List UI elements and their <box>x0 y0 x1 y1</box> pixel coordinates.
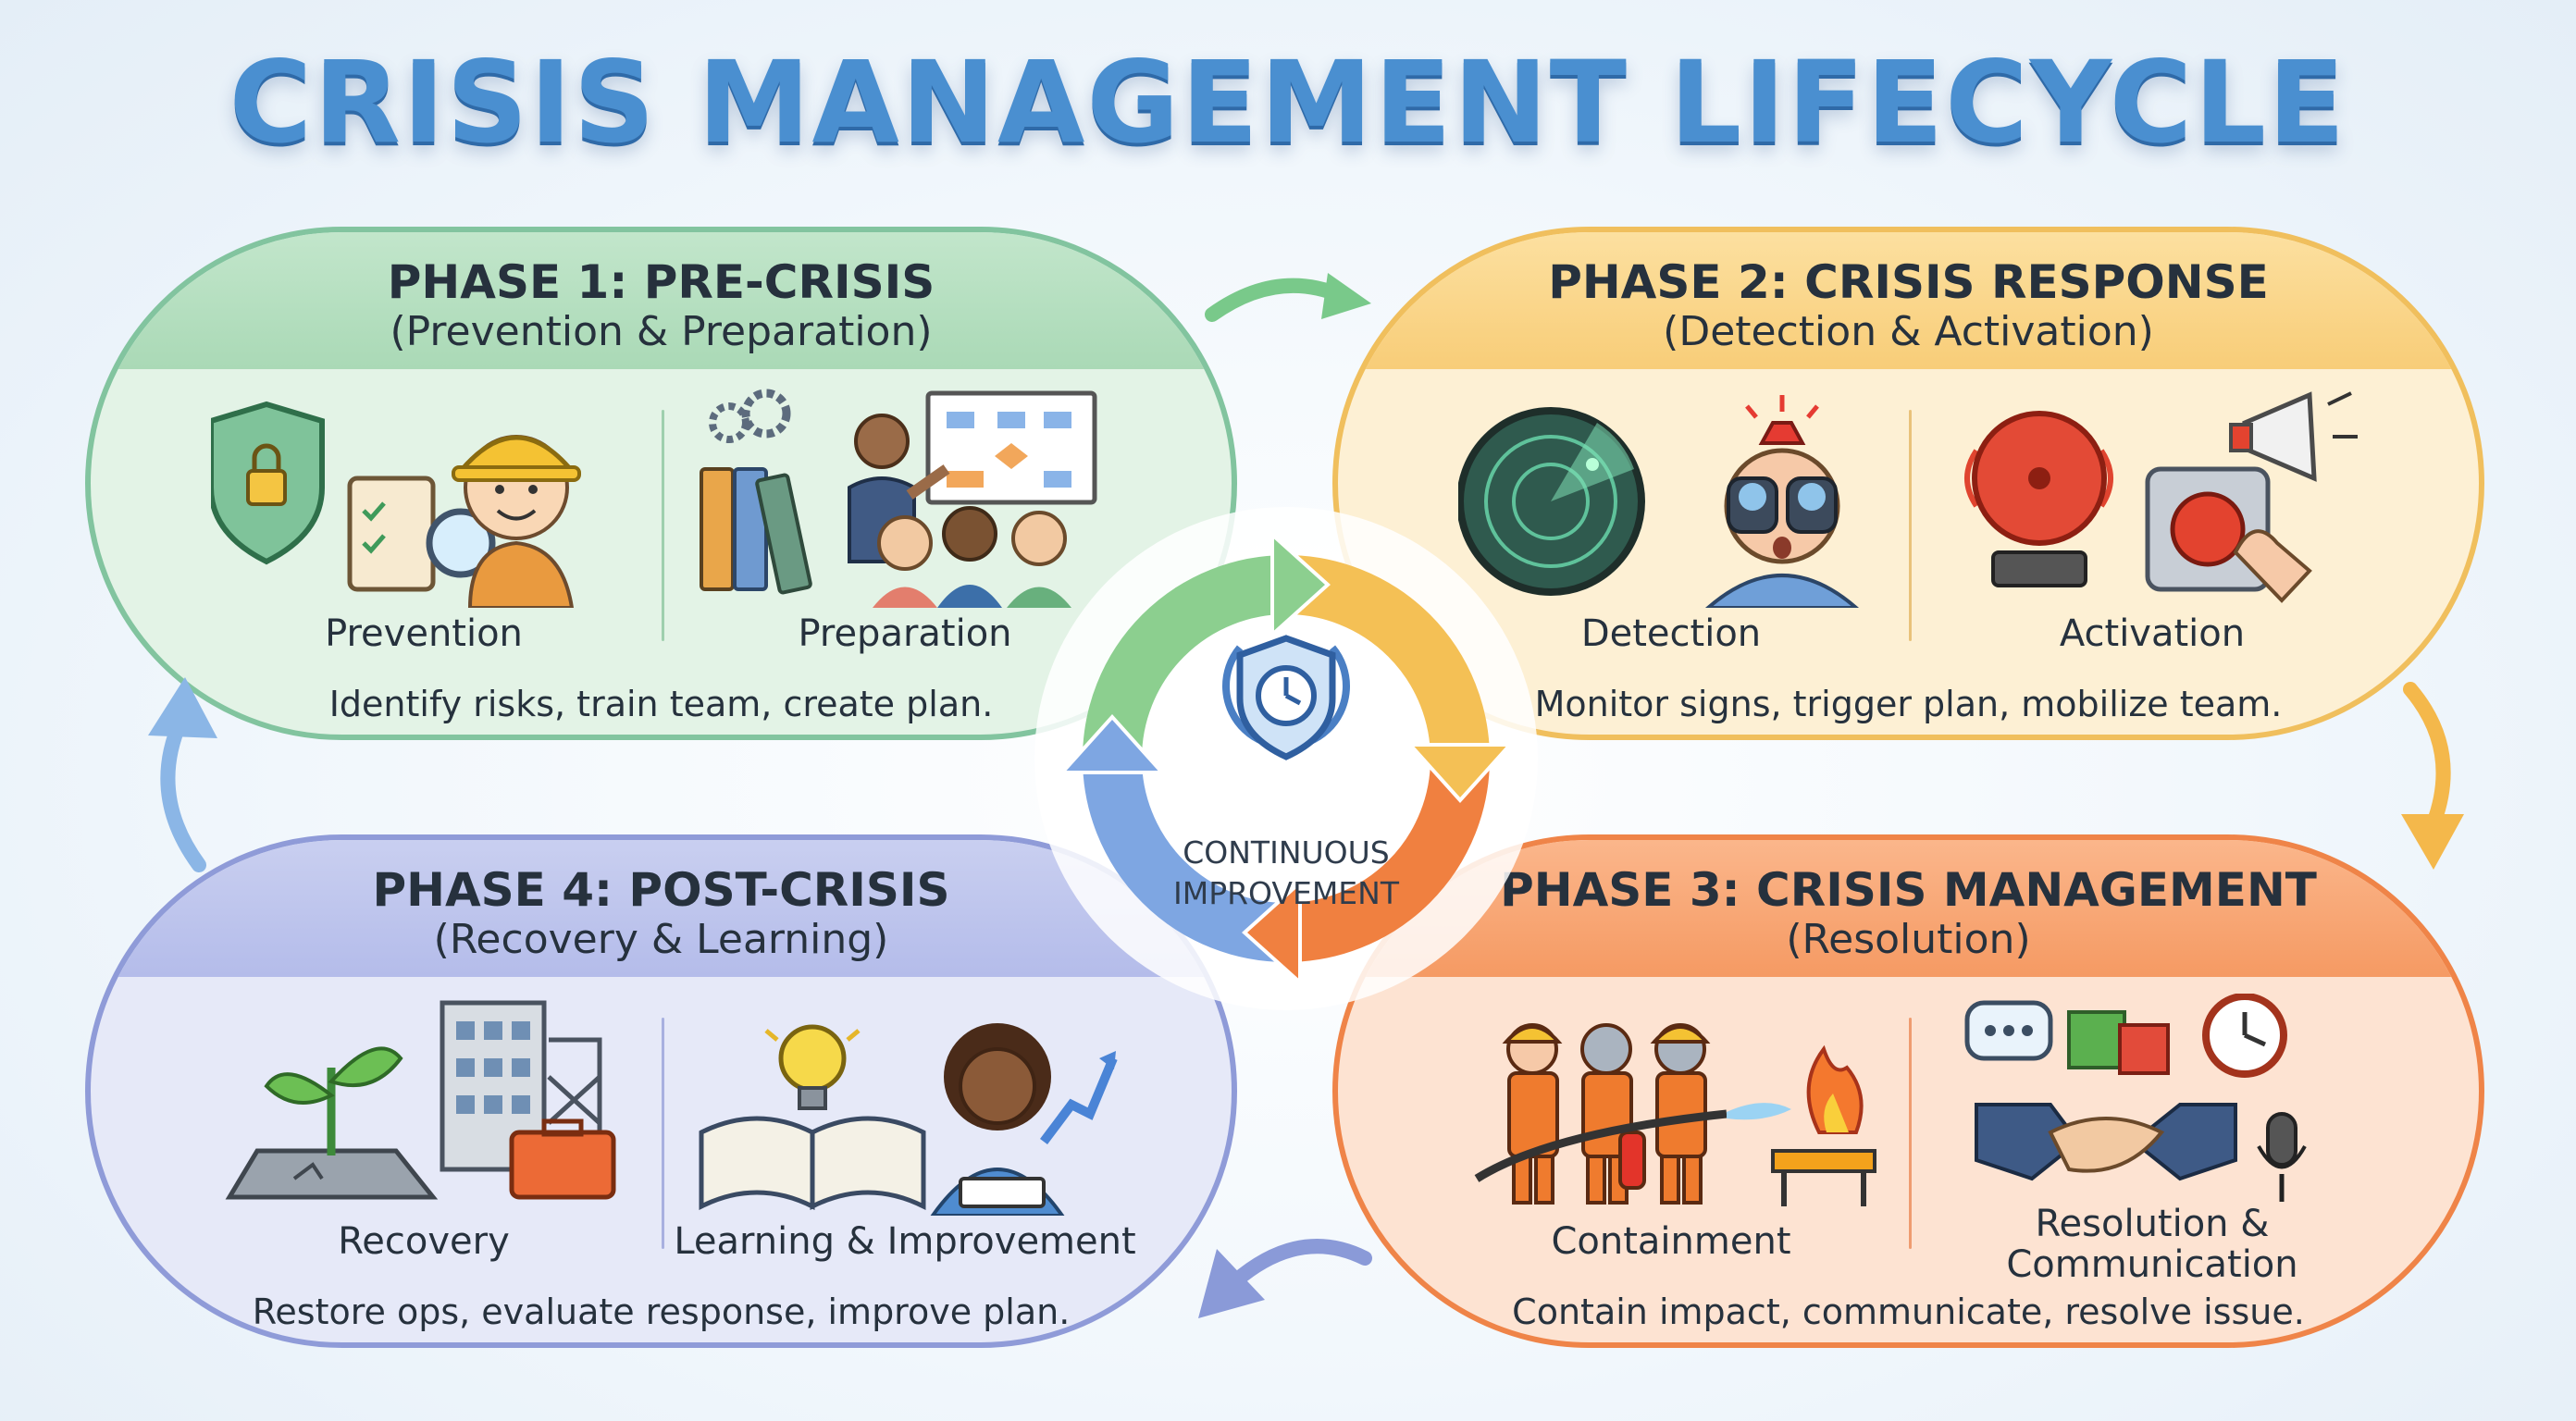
phase-2-subtitle: (Detection & Activation) <box>1663 308 2154 355</box>
phase-3-left-label: Containment <box>1551 1220 1791 1263</box>
phase-4-card: PHASE 4: POST-CRISIS (Recovery & Learnin… <box>85 834 1237 1348</box>
handshake-communication-icon <box>1964 994 2307 1202</box>
page-title: CRISIS MANAGEMENT LIFECYCLE <box>229 37 2347 168</box>
learning-improvement-icon <box>699 1023 1118 1216</box>
arrow-phase3-to-phase4 <box>1198 1239 1372 1318</box>
phase-1-subtitle: (Prevention & Preparation) <box>390 308 933 355</box>
phase-1-card: PHASE 1: PRE-CRISIS (Prevention & Prepar… <box>85 227 1237 740</box>
shield-inspector-icon <box>211 401 581 608</box>
phase-4-description: Restore ops, evaluate response, improve … <box>252 1291 1071 1332</box>
arrow-phase1-to-phase2 <box>1205 273 1371 322</box>
firefighters-icon <box>1474 1023 1876 1206</box>
phase-4-left-label: Recovery <box>338 1220 510 1263</box>
phase-4-divider <box>661 1018 664 1249</box>
phase-2-divider <box>1908 410 1912 641</box>
alarm-button-icon <box>1964 391 2358 603</box>
phase-4-right-label: Learning & Improvement <box>674 1220 1136 1263</box>
phase-3-card: PHASE 3: CRISIS MANAGEMENT (Resolution) <box>1332 834 2484 1348</box>
phase-1-title: PHASE 1: PRE-CRISIS <box>387 255 935 309</box>
phase-2-left-label: Detection <box>1580 612 1762 655</box>
phase-1-left-label: Prevention <box>325 612 523 655</box>
phase-4-title: PHASE 4: POST-CRISIS <box>372 863 950 917</box>
phase-2-right-label: Activation <box>2059 612 2246 655</box>
phase-2-header: PHASE 2: CRISIS RESPONSE (Detection & Ac… <box>1338 232 2479 369</box>
phase-3-divider <box>1908 1018 1912 1249</box>
phase-4-header: PHASE 4: POST-CRISIS (Recovery & Learnin… <box>91 840 1232 977</box>
phase-3-description: Contain impact, communicate, resolve iss… <box>1512 1291 2305 1332</box>
phase-1-right-label: Preparation <box>798 612 1012 655</box>
phase-2-description: Monitor signs, trigger plan, mobilize te… <box>1534 684 2283 724</box>
phase-3-right-label: Resolution & Communication <box>2006 1203 2298 1286</box>
center-label-line1: CONTINUOUS <box>1183 834 1390 871</box>
arrow-phase2-to-phase3 <box>2401 682 2464 870</box>
center-label: CONTINUOUS IMPROVEMENT <box>1101 833 1471 914</box>
phase-1-header: PHASE 1: PRE-CRISIS (Prevention & Prepar… <box>91 232 1232 369</box>
training-team-icon <box>700 389 1097 608</box>
phase-1-description: Identify risks, train team, create plan. <box>328 684 994 724</box>
phase-1-divider <box>661 410 664 641</box>
phase-3-title: PHASE 3: CRISIS MANAGEMENT <box>1500 863 2317 917</box>
phase-2-card: PHASE 2: CRISIS RESPONSE (Detection & Ac… <box>1332 227 2484 740</box>
phase-3-subtitle: (Resolution) <box>1786 916 2031 963</box>
center-label-line2: IMPROVEMENT <box>1172 875 1400 911</box>
shield-clock-icon <box>1222 635 1350 760</box>
recovery-sprout-building-icon <box>225 1000 616 1200</box>
phase-3-header: PHASE 3: CRISIS MANAGEMENT (Resolution) <box>1338 840 2479 977</box>
phase-4-subtitle: (Recovery & Learning) <box>433 916 889 963</box>
phase-2-title: PHASE 2: CRISIS RESPONSE <box>1548 255 2269 309</box>
arrow-phase4-to-phase1 <box>148 677 217 872</box>
continuous-improvement-cycle <box>1034 507 1538 1010</box>
radar-binoculars-icon <box>1458 395 1860 608</box>
